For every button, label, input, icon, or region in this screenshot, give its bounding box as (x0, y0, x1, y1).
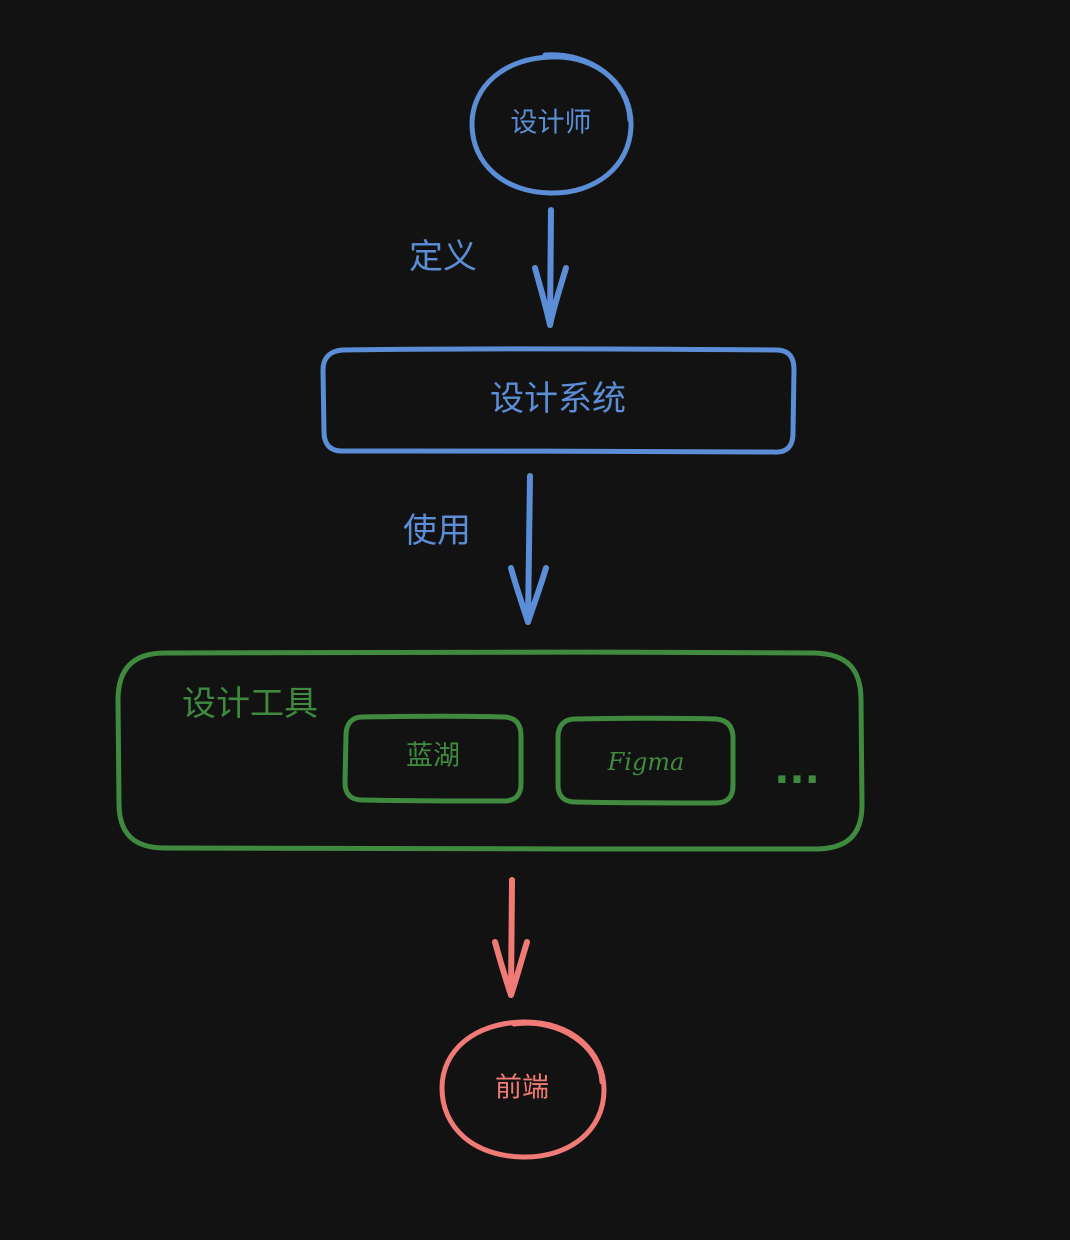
tool-figma-box (555, 715, 736, 806)
frontend-label: 前端 (495, 1073, 549, 1104)
frontend-circle (439, 1019, 607, 1160)
designer-circle (469, 52, 634, 196)
define-arrow-head (532, 265, 569, 328)
frontend-arrow-head (492, 939, 530, 998)
design-system-box (320, 346, 797, 455)
frontend-arrow-shaft (508, 877, 515, 998)
design-system-label: 设计系统 (490, 379, 626, 419)
use-arrow-head (508, 565, 549, 625)
design-system-node: 设计系统 (320, 346, 797, 455)
designer-node: 设计师 (469, 52, 634, 196)
define-arrow-shaft (547, 207, 554, 328)
use-arrow-shaft (525, 473, 533, 625)
tool-figma: Figma (555, 715, 736, 806)
design-tools-group: 设计工具 蓝湖 Figma ... (115, 649, 865, 852)
designer-label: 设计师 (511, 108, 592, 139)
tool-figma-label: Figma (607, 748, 685, 776)
define-arrow: 定义 (409, 207, 569, 328)
design-tools-label: 设计工具 (182, 684, 318, 724)
frontend-arrow (492, 877, 530, 998)
design-tools-box (115, 649, 865, 852)
frontend-node: 前端 (439, 1019, 607, 1160)
more-tools-ellipsis: ... (774, 747, 820, 793)
tool-lanhu-box (342, 713, 524, 804)
tool-lanhu-label: 蓝湖 (406, 741, 460, 772)
use-arrow: 使用 (403, 473, 549, 625)
use-label: 使用 (403, 511, 471, 551)
tool-lanhu: 蓝湖 (342, 713, 524, 804)
define-label: 定义 (409, 237, 477, 277)
